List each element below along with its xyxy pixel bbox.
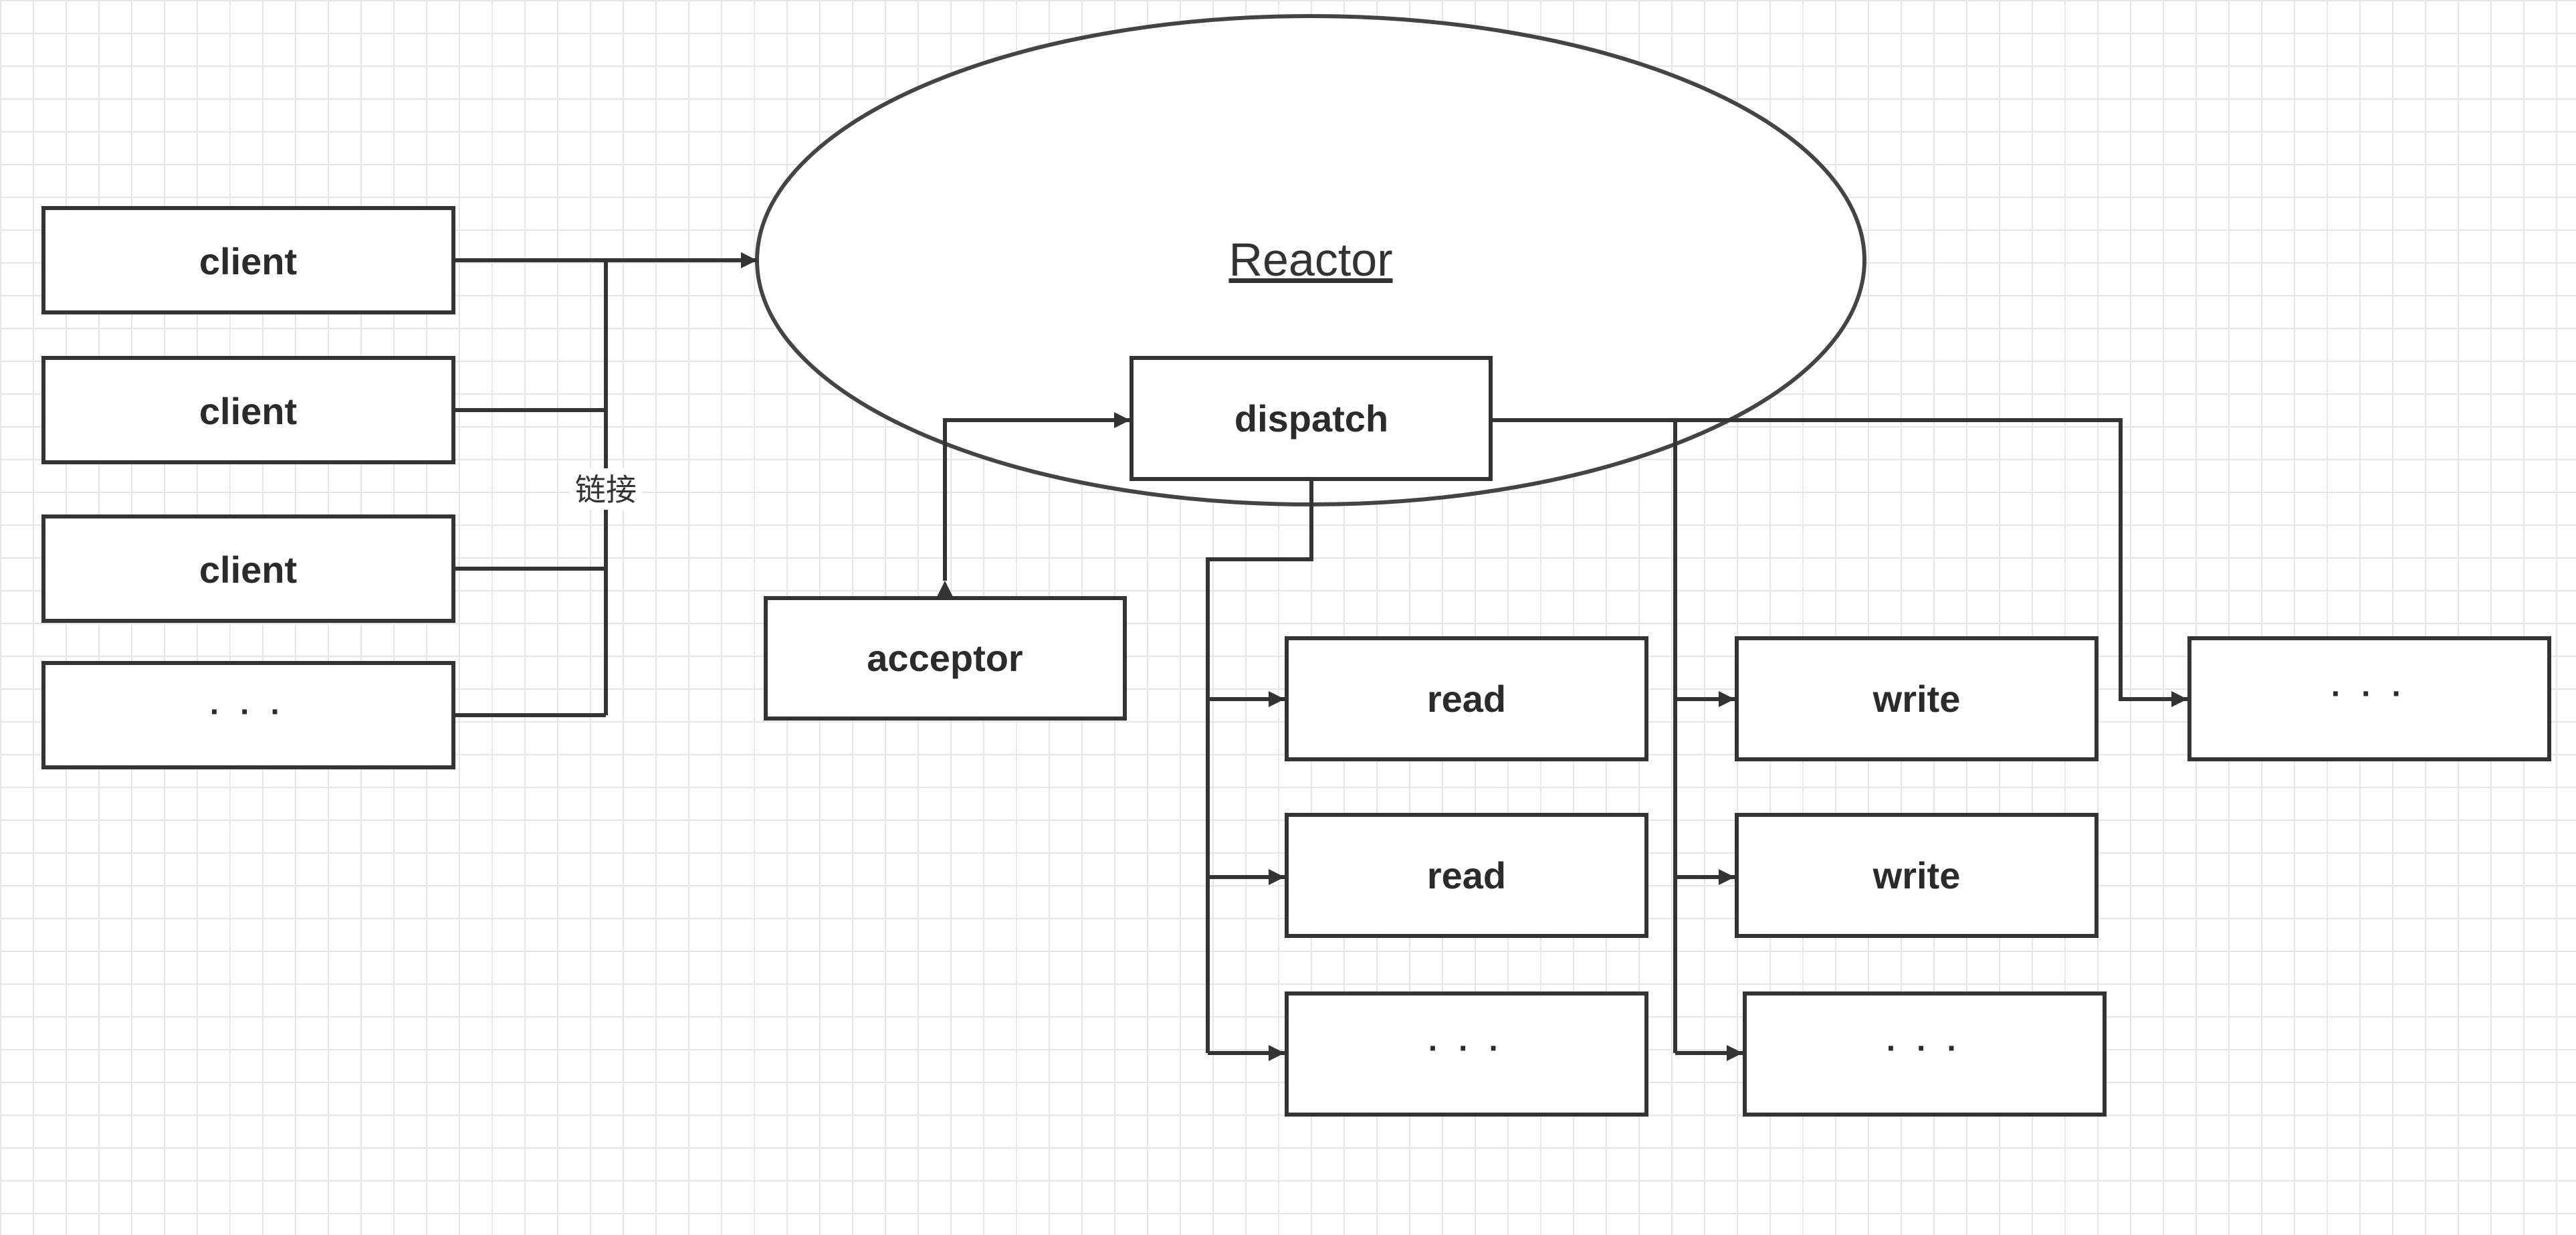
client-node: client [41, 206, 455, 314]
dispatch-label: dispatch [1235, 397, 1388, 440]
write-handler-node-more: · · · [1743, 991, 2107, 1117]
client-list: client client client · · · [41, 206, 455, 769]
dispatch-node: dispatch [1130, 356, 1493, 481]
write-handler-label: write [1872, 854, 1961, 896]
write-handler-node: write [1735, 636, 2099, 761]
client-box [41, 206, 455, 314]
write-handler-node: write [1735, 813, 2099, 938]
other-handler-label: · · · [2331, 676, 2408, 712]
write-handler-box [1735, 813, 2099, 938]
connection-label: 链接 [575, 472, 637, 508]
client-box [41, 514, 455, 623]
client-more-label: · · · [210, 694, 287, 730]
read-handler-label: read [1427, 854, 1506, 896]
connection-label-bg [570, 468, 642, 510]
acceptor-node: acceptor [764, 596, 1127, 721]
read-handler-node: read [1285, 636, 1648, 761]
acceptor-label: acceptor [867, 637, 1023, 679]
read-handler-more-label: · · · [1428, 1031, 1505, 1066]
other-handler-node: · · · [2187, 636, 2551, 761]
other-handler-arrow [1675, 418, 2187, 707]
write-handler-list: write write · · · [1735, 636, 2107, 1117]
read-handler-list: read read · · · [1285, 636, 1648, 1117]
client-label: client [199, 549, 297, 591]
reactor-node: Reactor [755, 14, 1866, 506]
read-handler-box [1285, 991, 1648, 1117]
dispatch-acceptor-arrow [937, 412, 1130, 597]
acceptor-box [764, 596, 1127, 721]
client-label: client [199, 240, 297, 282]
client-box [41, 356, 455, 464]
write-handler-box [1735, 636, 2099, 761]
dispatch-box [1130, 356, 1493, 481]
read-handler-node: read [1285, 813, 1648, 938]
client-box [41, 661, 455, 769]
client-node-more: · · · [41, 661, 455, 769]
read-trunk-line [1206, 479, 1313, 1053]
reactor-label: Reactor [1228, 233, 1392, 286]
write-branch-lines [1491, 418, 1743, 1061]
client-node: client [41, 514, 455, 623]
read-handler-box [1285, 636, 1648, 761]
write-handler-more-label: · · · [1887, 1031, 1963, 1066]
read-handler-label: read [1427, 678, 1506, 720]
client-label: client [199, 390, 297, 432]
read-handler-box [1285, 813, 1648, 938]
write-handler-label: write [1872, 678, 1961, 720]
client-node: client [41, 356, 455, 464]
read-branch-lines [1206, 479, 1313, 1061]
read-handler-node-more: · · · [1285, 991, 1648, 1117]
other-handler-box [2187, 636, 2551, 761]
write-handler-box [1743, 991, 2107, 1117]
